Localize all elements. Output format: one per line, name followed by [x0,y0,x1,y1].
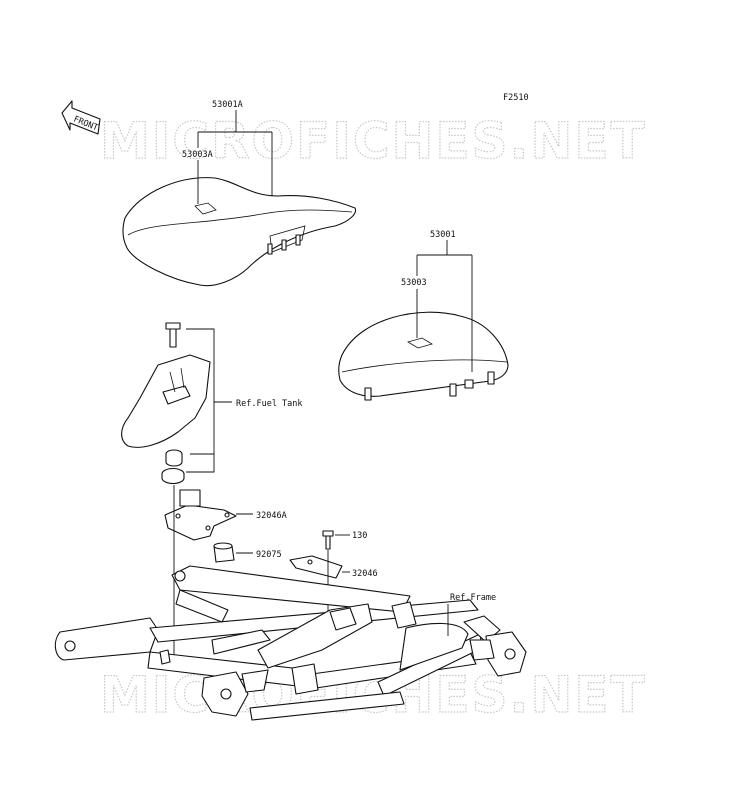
front-seat-53001A[interactable] [122,177,357,287]
watermark-top: MICROFICHES.NET [100,112,647,170]
label-53003A: 53003A [182,150,213,160]
label-53003: 53003 [401,278,427,288]
collar[interactable] [165,449,183,467]
bracket-32046[interactable] [289,555,343,579]
label-ref-fuel-tank: Ref.Fuel Tank [236,399,303,409]
damper-92075[interactable] [213,542,235,563]
fuel-tank-bracket [121,354,211,448]
label-53001A: 53001A [212,100,243,110]
bolt-upper[interactable] [165,322,181,348]
front-arrow-icon: FRONT [61,100,101,135]
label-32046A: 32046A [256,511,287,521]
label-ref-frame: Ref.Frame [450,593,496,603]
label-92075: 92075 [256,550,282,560]
label-53001: 53001 [430,230,456,240]
label-32046: 32046 [352,569,378,579]
bolt-130[interactable] [322,530,334,550]
bracket-32046A[interactable] [164,489,237,541]
label-130: 130 [352,531,367,541]
subframe [54,565,527,721]
rear-seat-53001[interactable] [338,311,509,401]
damper[interactable] [161,467,185,485]
figure-code: F2510 [503,93,529,103]
